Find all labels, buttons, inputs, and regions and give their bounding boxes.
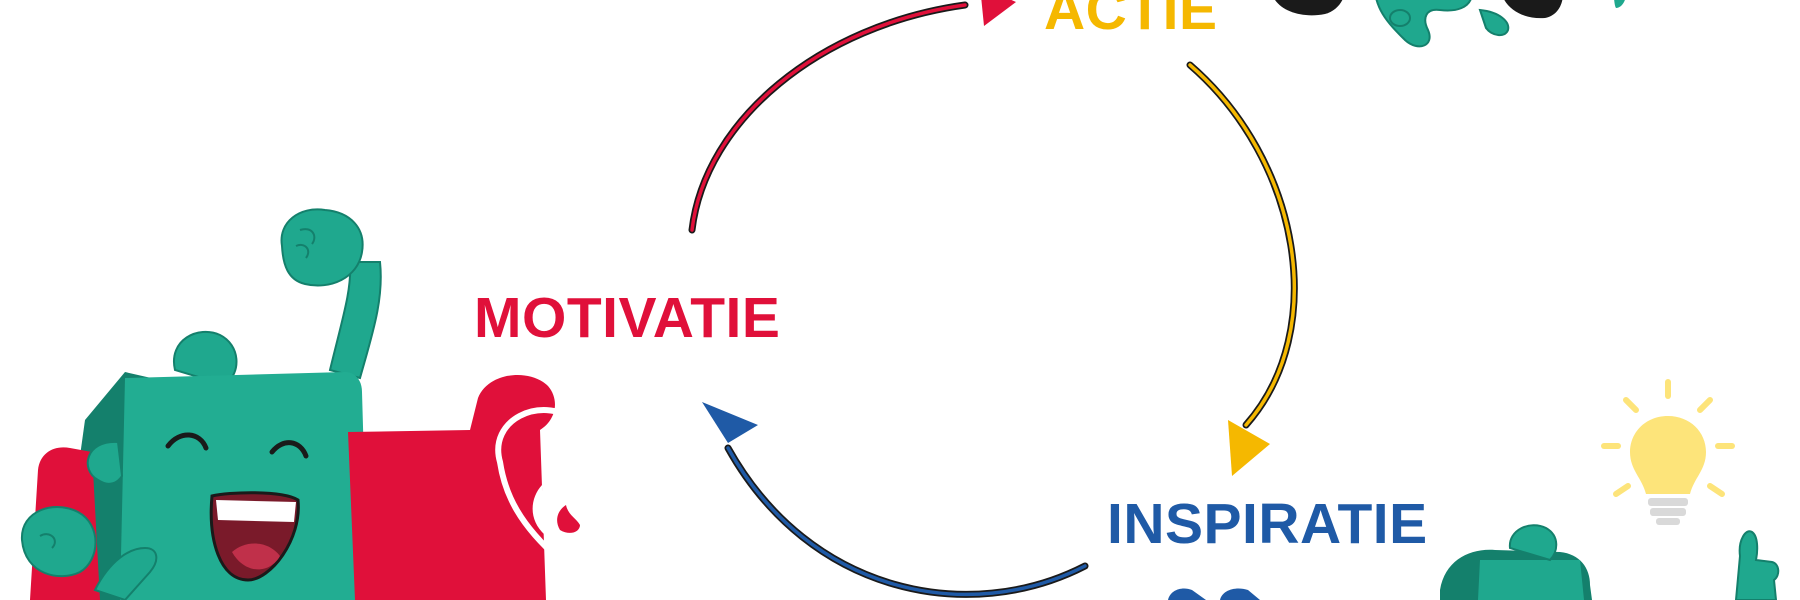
puzzle-mascot-thinking-icon	[1440, 524, 1592, 600]
arrowhead-blue-icon	[702, 402, 758, 443]
cycle-arcs	[688, 0, 1298, 598]
inspiration-to-motivation-arc	[702, 402, 1089, 598]
arrowhead-red-icon	[981, 0, 1016, 26]
lightbulb-icon	[1601, 379, 1735, 525]
motivation-to-action-arc	[688, 0, 1016, 234]
puzzle-mascot-running-icon	[1275, 0, 1625, 48]
thumbs-up-icon	[1734, 530, 1780, 600]
arrowhead-yellow-icon	[1228, 420, 1270, 476]
inspiration-label: INSPIRATIE	[1107, 492, 1428, 556]
flame-heart-icon	[348, 374, 652, 600]
puzzle-mascot-peeking-icon	[1168, 588, 1260, 600]
action-label: ACTIE	[1044, 0, 1218, 42]
motivation-label: MOTIVATIE	[474, 286, 781, 350]
puzzle-mascot-cheering-icon	[20, 208, 382, 600]
action-to-inspiration-arc	[1186, 61, 1298, 476]
